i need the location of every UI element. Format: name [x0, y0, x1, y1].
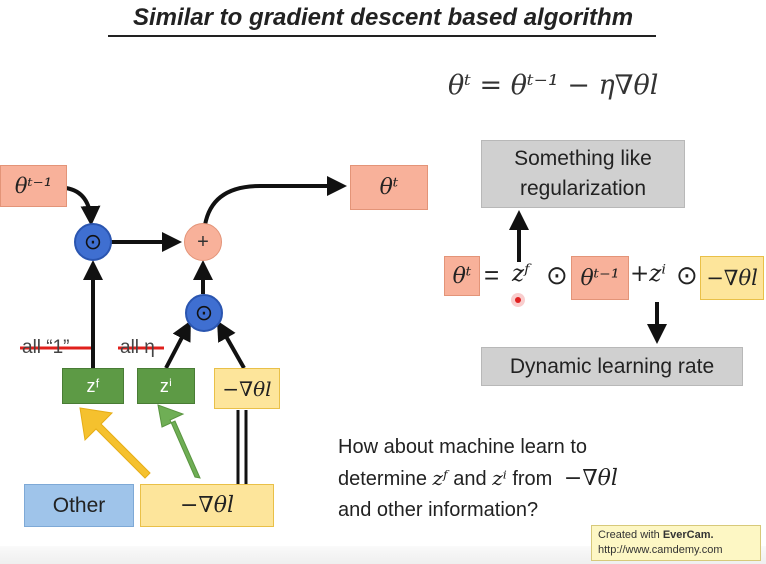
- learning-rate-label: Dynamic learning rate: [509, 354, 715, 378]
- question-grad: −∇θl: [563, 466, 618, 491]
- zi-label: zⁱ: [159, 375, 173, 396]
- elementwise-product-node: ⊙: [74, 223, 112, 261]
- eq-theta-t-box: θᵗ: [444, 256, 480, 296]
- yellow-input-arrow: [79, 407, 151, 479]
- zf-label: zᶠ: [86, 375, 100, 396]
- zf-box: zᶠ: [62, 368, 124, 404]
- arrow-grad-to-dot2: [217, 320, 246, 369]
- title-underline: [108, 35, 656, 37]
- theta-t-box: θᵗ: [350, 165, 428, 210]
- sum-node: +: [184, 223, 222, 261]
- eq-equals: =: [484, 260, 500, 290]
- green-input-arrow: [157, 404, 201, 479]
- question-determine: determine: [338, 468, 427, 490]
- plus-symbol: +: [197, 230, 209, 253]
- update-equation: θᵗ = θᵗ⁻¹ − η∇θl: [448, 70, 659, 101]
- bottom-band: [0, 546, 766, 564]
- eq-theta-t-label: θᵗ: [452, 263, 472, 289]
- cursor-dot: [515, 297, 521, 303]
- watermark-brand: EverCam.: [662, 529, 714, 541]
- question-text: How about machine learn to determine zᶠ …: [338, 432, 618, 526]
- theta-prev-box: θᵗ⁻¹: [0, 165, 67, 207]
- question-from: from: [512, 468, 553, 490]
- other-input-box: Other: [24, 484, 134, 527]
- dot-symbol-2: ⊙: [194, 300, 214, 325]
- slide-title: Similar to gradient descent based algori…: [132, 4, 634, 31]
- learning-rate-box: Dynamic learning rate: [481, 347, 743, 386]
- question-line-3: and other information?: [338, 499, 539, 521]
- eq-neg-gradient-label: −∇θl: [706, 266, 758, 290]
- eq-dot-1: ⊙: [546, 260, 568, 290]
- regularization-box: Something like regularization: [481, 140, 685, 208]
- question-line-1: How about machine learn to: [338, 436, 588, 458]
- eq-dot-2: ⊙: [676, 260, 698, 290]
- watermark-prefix: Created with: [598, 529, 663, 541]
- theta-prev-label: θᵗ⁻¹: [14, 174, 53, 198]
- eq-neg-gradient-box: −∇θl: [700, 256, 764, 300]
- watermark-url: http://www.camdemy.com: [598, 544, 723, 556]
- theta-t-label: θᵗ: [379, 175, 399, 200]
- regularization-line-2: regularization: [519, 177, 647, 200]
- arrow-plus-to-theta-t: [203, 176, 347, 226]
- other-label: Other: [52, 493, 106, 517]
- question-zf: zᶠ: [432, 466, 448, 490]
- arrow-zi-to-dot2: [164, 320, 191, 369]
- elementwise-product-node-2: ⊙: [185, 294, 223, 332]
- neg-gradient-input-label: −∇θl: [179, 493, 235, 518]
- eq-theta-prev-box: θᵗ⁻¹: [571, 256, 629, 300]
- question-line-2: determine zᶠ and zⁱ from −∇θl: [338, 463, 618, 495]
- eq-plus-zi: +zⁱ: [630, 261, 667, 287]
- struck-label-all-1: all “1”: [22, 337, 70, 358]
- zi-box: zⁱ: [137, 368, 195, 404]
- dot-symbol: ⊙: [83, 229, 103, 254]
- neg-gradient-box: −∇θl: [214, 368, 280, 409]
- question-zi: zⁱ: [492, 466, 507, 490]
- evercam-watermark: Created with EverCam. http://www.camdemy…: [591, 525, 761, 561]
- question-and: and: [453, 468, 487, 490]
- eq-theta-prev-label: θᵗ⁻¹: [580, 265, 620, 291]
- neg-gradient-label: −∇θl: [222, 376, 272, 401]
- neg-gradient-input-box: −∇θl: [140, 484, 274, 527]
- eq-zf: zᶠ: [512, 261, 530, 287]
- arrow-theta-prev-to-dot: [65, 186, 101, 226]
- regularization-line-1: Something like: [514, 147, 652, 170]
- watermark-line-1: Created with EverCam.: [598, 528, 754, 543]
- struck-label-all-eta: all η: [120, 337, 155, 358]
